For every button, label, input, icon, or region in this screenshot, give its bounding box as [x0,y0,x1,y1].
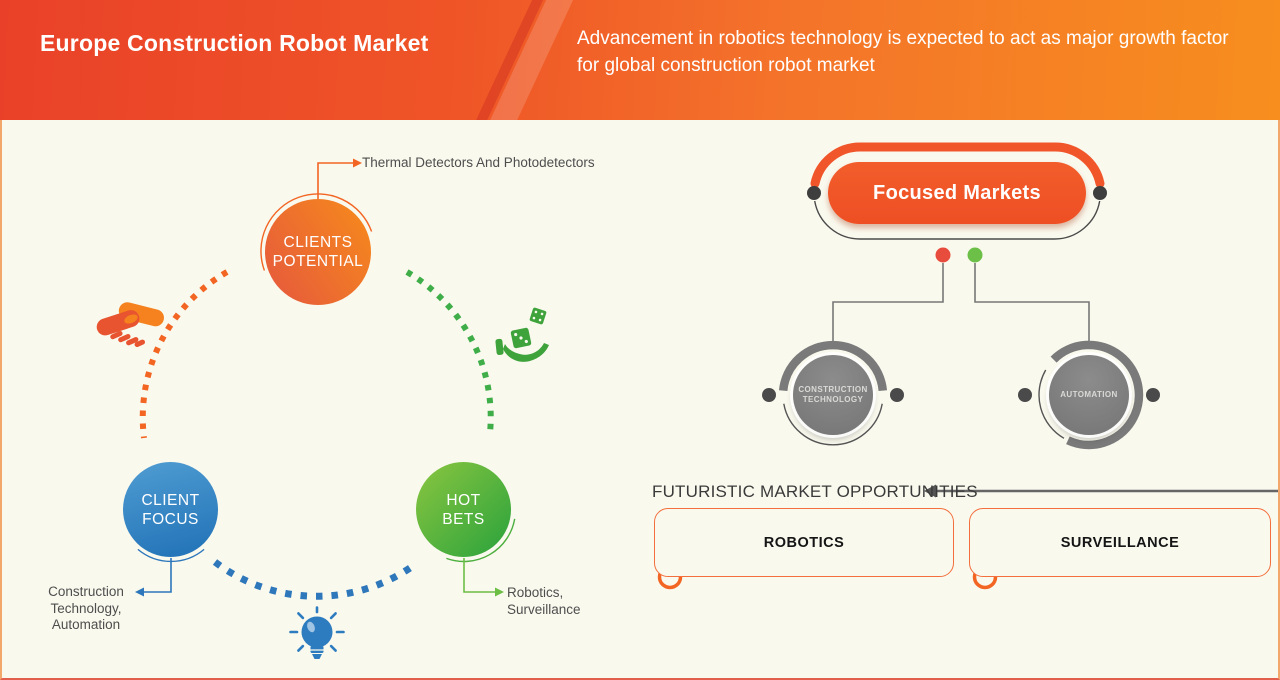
node1-label-line1: CONSTRUCTION [798,385,868,394]
dice-in-hand-icon [495,307,549,362]
node-automation: AUTOMATION [1049,355,1129,435]
focused-markets-ring [807,142,1107,240]
ring-side-dot-right [1093,186,1107,200]
clients-potential-label-line1: CLIENTS [283,234,353,251]
focused-markets-tree [832,247,1090,344]
cycle-dotted-arcs [139,269,494,600]
bets-annotation-line1: Robotics, [507,585,564,600]
opportunity-box-surveillance: SURVEILLANCE [969,508,1271,577]
handshake-icon [96,302,164,348]
surveillance-label: SURVEILLANCE [1060,534,1180,551]
tree-dot-red [935,247,951,263]
focus-connector [135,558,172,597]
potential-ring-arc [260,193,373,271]
ring-side-dot-left [807,186,821,200]
focused-markets-title: Focused Markets [873,181,1041,204]
potential-connector [317,158,362,199]
opportunities-arrow [924,484,1278,498]
arrowhead-right-green [495,587,504,597]
header-banner: Europe Construction Robot Market Advance… [0,0,1280,120]
hot-bets-label-line2: BETS [442,510,485,528]
arrowhead-left-blue [135,587,144,597]
cycle-node-clients-potential: CLIENTS POTENTIAL [265,199,371,305]
tree-dot-green [967,247,983,263]
clients-potential-label-line2: POTENTIAL [272,253,364,270]
opportunities-heading: FUTURISTIC MARKET OPPORTUNITIES [652,482,978,501]
node-construction-technology: CONSTRUCTION TECHNOLOGY [793,355,873,435]
node1-side-dot-right [890,388,904,402]
focus-annotation-line2: Technology, [50,600,122,616]
node2-side-dot-left [1018,388,1032,402]
bets-connector [463,558,504,597]
cycle-node-hot-bets: HOT BETS [416,462,511,557]
focus-annotation-line3: Automation [51,617,121,632]
diagram-overlay [96,142,1278,659]
page-title: Europe Construction Robot Market [40,30,429,56]
node1-label-line2: TECHNOLOGY [802,395,864,404]
opportunity-box-robotics: ROBOTICS [654,508,954,577]
hot-bets-label-line1: HOT [446,491,481,509]
bets-annotation: Robotics, Surveillance [507,584,581,618]
potential-annotation: Thermal Detectors And Photodetectors [362,155,595,170]
focused-markets-pill: Focused Markets [828,162,1086,224]
arrowhead-right-orange [353,158,362,168]
bets-ring-arc [446,518,516,563]
focus-annotation-line1: Construction [48,584,124,599]
node2-label: AUTOMATION [1060,390,1118,399]
arrowhead-left-gray [924,484,936,498]
robotics-label: ROBOTICS [763,534,845,551]
page-subtitle: Advancement in robotics technology is ex… [577,28,1229,76]
client-focus-label-line2: FOCUS [142,510,199,528]
bets-annotation-line2: Surveillance [507,602,581,617]
node2-side-dot-right [1146,388,1160,402]
client-focus-label-line1: CLIENT [141,491,200,509]
lightbulb-icon [289,606,345,659]
node1-arcs [762,340,904,446]
node2-arcs [1018,340,1160,450]
infographic-body: CLIENTS POTENTIAL CLIENT FOCUS HOT BETS … [0,120,1280,680]
focus-annotation: Construction Technology, Automation [16,584,156,634]
cycle-node-client-focus: CLIENT FOCUS [123,462,218,557]
node1-side-dot-left [762,388,776,402]
